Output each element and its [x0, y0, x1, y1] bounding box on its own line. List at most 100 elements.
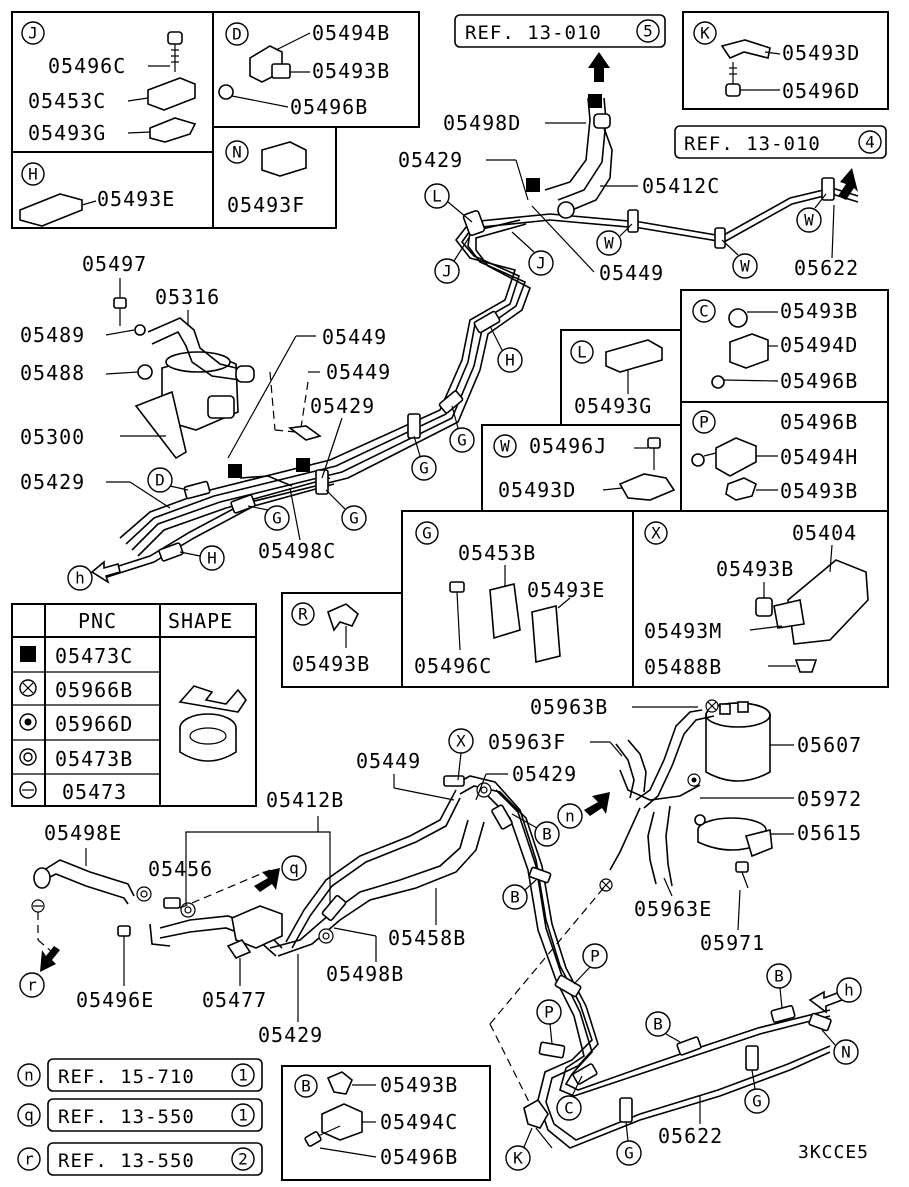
- label-05497: 05497: [82, 252, 147, 276]
- ref-box-q[interactable]: q REF. 13-550 1: [17, 1098, 263, 1132]
- ref-num: 1: [238, 1066, 248, 1085]
- clamp-marker-icon: [526, 178, 540, 192]
- bolt-icon: [226, 939, 252, 974]
- double-circle-icon: [476, 782, 492, 798]
- label-05449-a: 05449: [322, 325, 387, 349]
- label-05496j: 05496J: [529, 434, 607, 458]
- inset-box-x: X 05404 05493B 05493M 05488B: [632, 510, 889, 688]
- callout-b-3: B: [653, 1015, 663, 1034]
- inset-box-p: P 05496B 05494H 05493B: [680, 401, 889, 512]
- bolt-icon: [218, 84, 234, 100]
- double-circle-icon: [180, 902, 196, 918]
- upper-labels: 05498D 05429 05412C 05449 05622 05497 05…: [20, 111, 858, 563]
- inset-box-l: L 05493G: [560, 329, 682, 426]
- arrow-left-icon: [808, 990, 843, 1014]
- clip-icon: [326, 1071, 353, 1095]
- label-05493d: 05493D: [782, 41, 860, 65]
- ref-key-q: q: [24, 1106, 34, 1125]
- arrow-icon: [838, 168, 858, 200]
- ref-num: 5: [643, 22, 653, 41]
- clip-icon: [554, 974, 582, 998]
- inset-key-j: J: [28, 24, 38, 43]
- clip-icon: [473, 310, 501, 334]
- inset-box-c: C 05493B 05494D 05496B: [680, 289, 889, 403]
- callout-g-4: G: [349, 509, 359, 528]
- inset-key-p: P: [699, 413, 709, 432]
- clip-icon: [745, 1045, 759, 1071]
- label-05607: 05607: [797, 733, 862, 757]
- clip-icon: [773, 599, 805, 629]
- arrow-up-icon: [588, 52, 610, 82]
- bolt-icon: [647, 437, 661, 470]
- label-05493d: 05493D: [498, 478, 576, 502]
- callout-q: q: [289, 859, 299, 878]
- inset-key-k: K: [700, 24, 710, 43]
- label-05493g: 05493G: [574, 394, 652, 418]
- clip-icon: [438, 390, 464, 414]
- bracket-icon: [729, 333, 769, 369]
- inset-key-l: L: [577, 343, 587, 362]
- legend-header-pnc: PNC: [78, 609, 117, 633]
- label-05449-b: 05449: [326, 360, 391, 384]
- bracket-icon: [715, 437, 757, 477]
- callout-b: B: [542, 825, 552, 844]
- bolt-icon: [117, 925, 131, 937]
- ref-box-n[interactable]: n REF. 15-710 1: [17, 1058, 263, 1092]
- label-05493g: 05493G: [28, 121, 106, 145]
- label-05496c: 05496C: [414, 654, 492, 678]
- label-05493b: 05493B: [780, 299, 858, 323]
- callout-w-3: W: [804, 211, 814, 230]
- label-05488: 05488: [20, 361, 85, 385]
- clip-icon: [770, 1005, 796, 1023]
- callout-p-2: P: [544, 1003, 554, 1022]
- label-05429: 05429: [398, 148, 463, 172]
- label-05496c: 05496C: [48, 54, 126, 78]
- label-05496b: 05496B: [290, 95, 368, 119]
- bracket-icon: [231, 905, 283, 949]
- inset-key-b: B: [301, 1077, 311, 1096]
- ref-text: REF. 15-710: [58, 1066, 195, 1088]
- ref-box-13-010-4[interactable]: REF. 13-010 4: [674, 125, 887, 159]
- bracket-icon: [321, 1103, 363, 1141]
- label-05477: 05477: [202, 988, 267, 1012]
- multi-clip-icon: [19, 193, 83, 227]
- clip-icon: [627, 209, 639, 233]
- clip-icon: [183, 480, 211, 500]
- label-05622: 05622: [658, 1124, 723, 1148]
- clip-icon: [158, 542, 184, 562]
- ref-box-13-010-5[interactable]: REF. 13-010 5: [454, 14, 666, 48]
- label-05493m: 05493M: [644, 619, 722, 643]
- callout-d: D: [155, 471, 165, 490]
- clip-icon: [725, 477, 757, 501]
- ref-num: 2: [238, 1150, 248, 1169]
- double-circle-icon: [318, 928, 334, 944]
- label-05496b: 05496B: [380, 1145, 458, 1169]
- callout-r: r: [27, 976, 37, 995]
- ref-num: 1: [238, 1106, 248, 1125]
- lower-pipe-assembly: [31, 699, 843, 1149]
- label-05404: 05404: [792, 521, 857, 545]
- clip-icon: [720, 39, 771, 59]
- inset-key-n: N: [232, 143, 242, 162]
- clip-icon: [321, 894, 347, 922]
- callout-b-4: B: [774, 967, 784, 986]
- diagram-code: 3KCCE5: [798, 1142, 869, 1163]
- callout-x: X: [456, 732, 466, 751]
- label-05453b: 05453B: [458, 541, 536, 565]
- label-05615: 05615: [797, 821, 862, 845]
- upper-callouts: L J J W W W H G G D G G H: [67, 183, 827, 591]
- legend-pnc-3: 05966D: [55, 712, 133, 736]
- callout-w-2: W: [740, 257, 750, 276]
- bolt-icon: [735, 861, 749, 889]
- inset-box-n: N 05493F: [212, 126, 337, 229]
- label-05498c: 05498C: [258, 539, 336, 563]
- arrow-icon: [254, 868, 280, 892]
- bracket-icon: [489, 583, 521, 640]
- clip-icon: [676, 1036, 702, 1056]
- ref-text: REF. 13-010: [465, 22, 602, 44]
- callout-h: H: [505, 351, 515, 370]
- label-05412b: 05412B: [266, 788, 344, 812]
- ref-num: 4: [865, 133, 875, 152]
- bolt-icon: [449, 581, 465, 651]
- ref-box-r[interactable]: r REF. 13-550 2: [17, 1142, 263, 1176]
